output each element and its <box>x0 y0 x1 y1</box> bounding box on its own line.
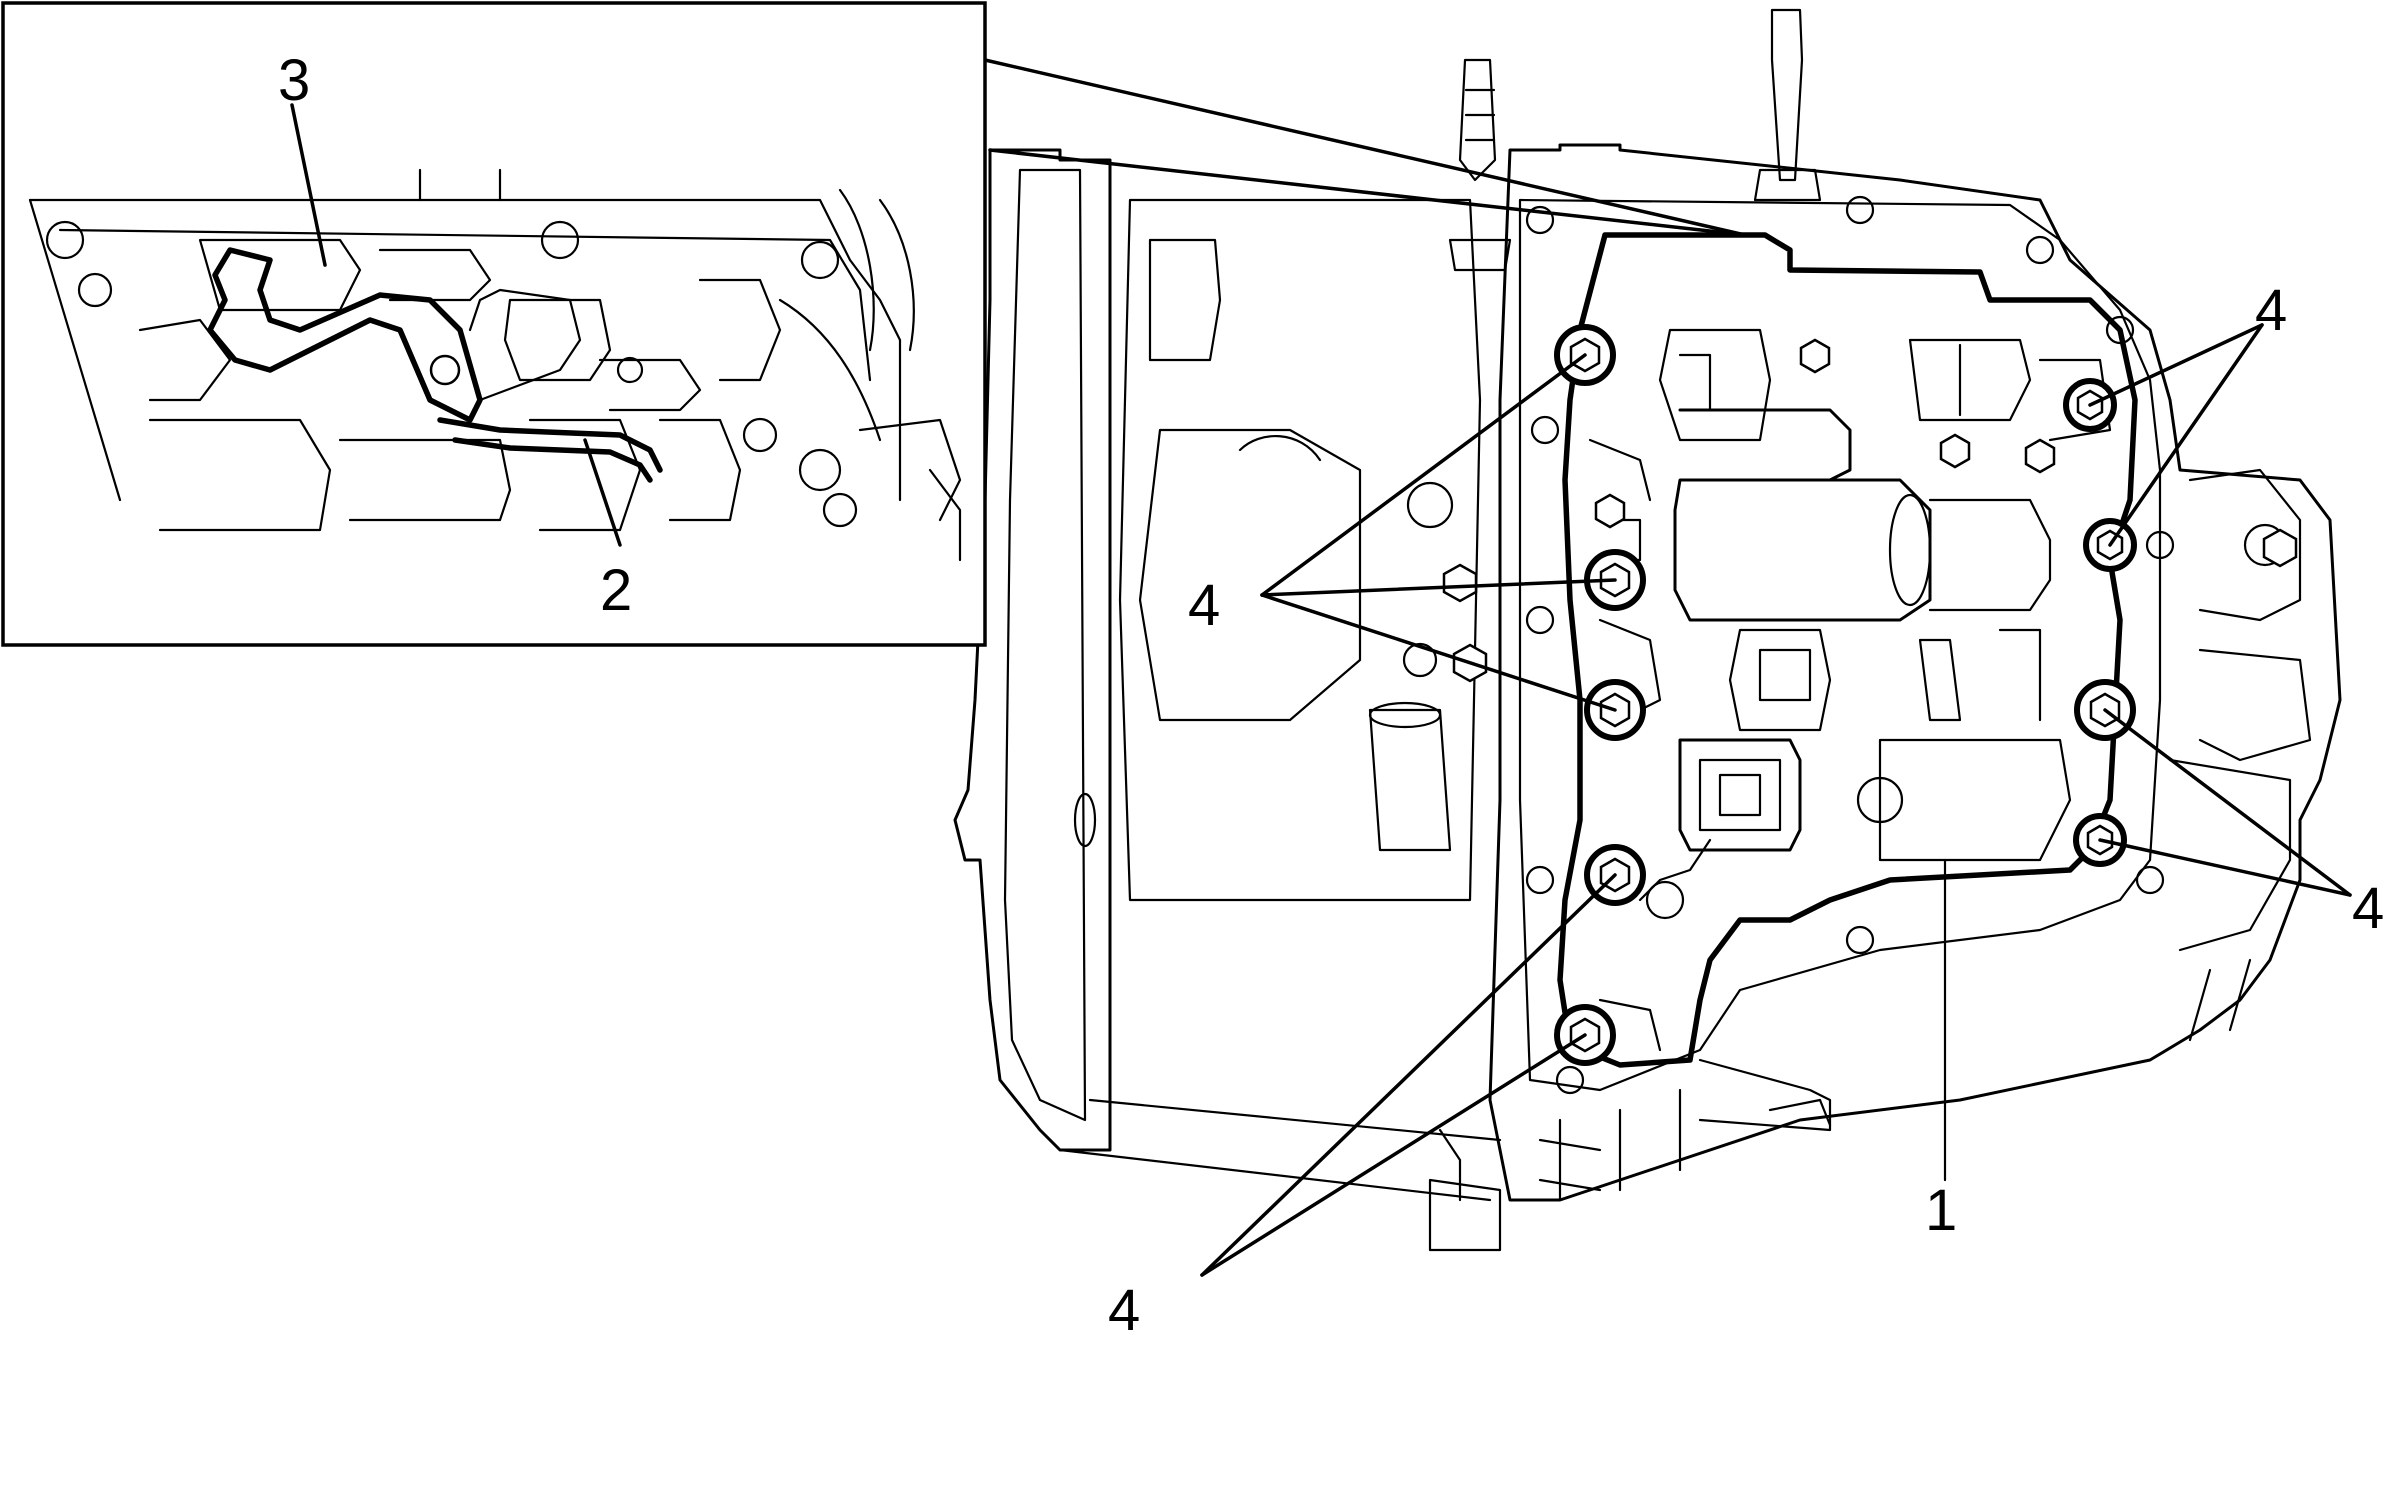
bracket <box>207 247 483 423</box>
callout-1: 1 <box>1925 1178 1957 1243</box>
bolt <box>1442 563 1478 603</box>
callout-4-left-upper: 4 <box>1188 573 1220 638</box>
callout-4-right-upper: 4 <box>2255 278 2287 343</box>
transmission-case <box>953 8 2342 1252</box>
wire-harness <box>452 437 653 483</box>
callout-4-left-lower: 4 <box>1108 1278 1140 1343</box>
bolt <box>1799 338 1831 374</box>
bracket-bolt <box>429 354 461 386</box>
callout-2: 2 <box>600 558 632 623</box>
bolt <box>2024 438 2056 474</box>
inset-connector-lines <box>983 58 1747 237</box>
bolt <box>2262 528 2298 568</box>
bolt <box>1939 433 1971 469</box>
wire-harness <box>437 417 663 473</box>
inset-detail <box>1 1 987 647</box>
bolt-leaders <box>1200 323 2352 1277</box>
callout-3: 3 <box>278 48 310 113</box>
bolt <box>1594 493 1626 529</box>
valve-body <box>1557 232 2138 1182</box>
callout-labels: 3 2 1 4 4 4 4 <box>278 48 2384 1343</box>
callout-4-right-lower: 4 <box>2352 876 2384 941</box>
inset-frame <box>1 1 987 647</box>
